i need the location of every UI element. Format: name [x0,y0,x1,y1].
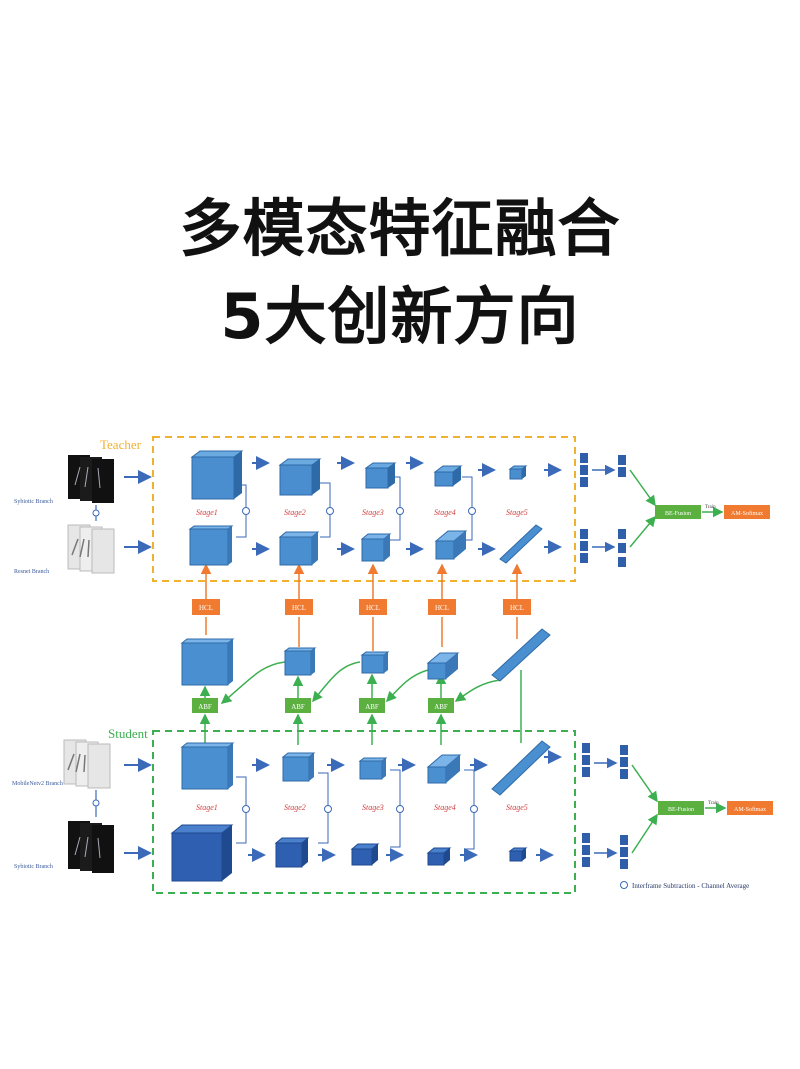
teacher-stage-label-5: Stage5 [506,508,528,517]
abf-label-4: ABF [434,703,448,711]
teacher-fusion-label: BE-Fusion [665,511,691,517]
student-fusion-label: BE-Fusion [668,807,694,813]
teacher-stage-label-1: Stage1 [196,508,218,517]
teacher-input-label-1: Sybiotic Branch [14,499,53,505]
student-label: Student [108,726,148,741]
teacher-softmax-label: AM-Softmax [731,510,763,517]
student-stage-label-1: Stage1 [196,803,218,812]
hcl-label-1: HCL [199,604,213,612]
student-softmax-label: AM-Softmax [734,806,766,813]
hcl-label-5: HCL [510,604,524,612]
abf-row [192,698,454,713]
student-input-images [64,740,114,873]
student-stage-label-2: Stage2 [284,803,306,812]
student-bottom-blocks [172,825,526,881]
teacher-label: Teacher [100,437,142,452]
teacher-stage-label-4: Stage4 [434,508,456,517]
student-stage-label-4: Stage4 [434,803,456,812]
hcl-label-4: HCL [435,604,449,612]
hcl-label-3: HCL [366,604,380,612]
student-input-label-2: Sybiotic Branch [14,864,53,870]
teacher-bottom-blocks [190,525,542,565]
abf-label-3: ABF [365,703,379,711]
teacher-stage-label-3: Stage3 [362,508,384,517]
legend-text: Interframe Subtraction - Channel Average [632,882,749,890]
hcl-row [192,599,531,615]
teacher-top-blocks [192,451,526,499]
page-title-line2: 5大创新方向 [0,266,800,356]
hcl-label-2: HCL [292,604,306,612]
page-title-line1: 多模态特征融合 [0,178,800,268]
abf-label-1: ABF [198,703,212,711]
teacher-input-label-2: Resnet Branch [14,569,49,575]
teacher-input-images [68,455,114,573]
student-train-label: Train [708,801,719,806]
legend-subtraction-icon [621,882,628,889]
student-top-blocks [182,741,550,795]
student-stage-label-5: Stage5 [506,803,528,812]
teacher-train-label: Train [705,505,716,510]
architecture-diagram: Teacher Student Sybiotic Branch Resnet B… [0,425,800,905]
abf-label-2: ABF [291,703,305,711]
student-output-vectors [582,743,628,869]
fusion-middle-blocks [182,629,550,685]
student-stage-label-3: Stage3 [362,803,384,812]
teacher-stage-label-2: Stage2 [284,508,306,517]
student-input-label-1: MobileNetv2 Branch [12,781,63,787]
